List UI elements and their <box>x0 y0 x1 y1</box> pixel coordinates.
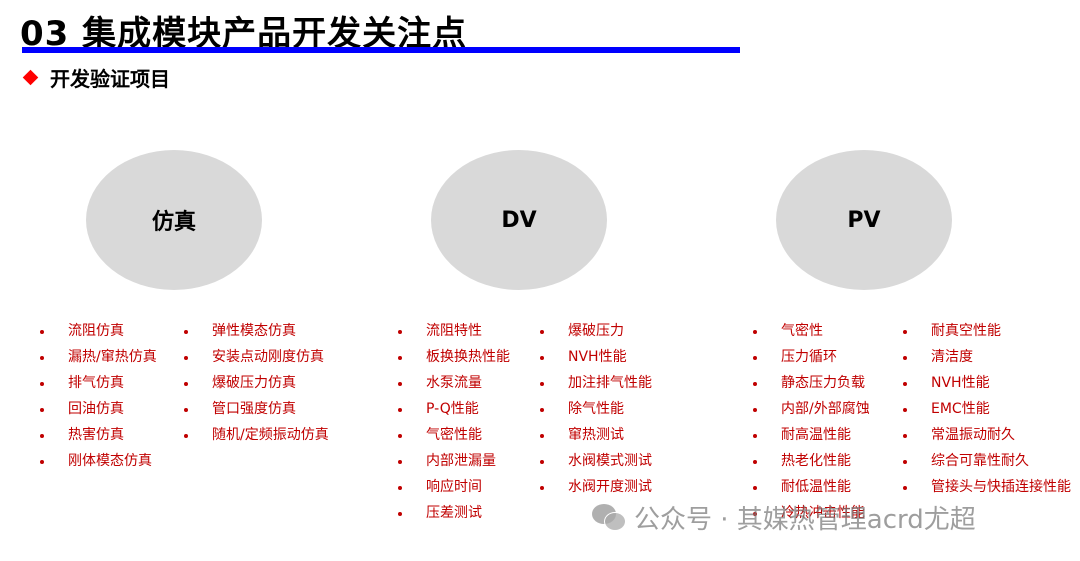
wechat-icon <box>592 502 626 532</box>
list-item: 内部/外部腐蚀 <box>753 396 870 422</box>
list-item: 弹性模态仿真 <box>184 318 330 344</box>
list-item: 耐高温性能 <box>753 422 870 448</box>
list-item: 常温振动耐久 <box>903 422 1071 448</box>
list-item: 流阻仿真 <box>40 318 157 344</box>
list-item: 综合可靠性耐久 <box>903 448 1071 474</box>
list-item: 排气仿真 <box>40 370 157 396</box>
title-underline <box>22 47 740 53</box>
simulation-list-right: 弹性模态仿真 安装点动刚度仿真 爆破压力仿真 管口强度仿真 随机/定频振动仿真 <box>184 318 330 448</box>
list-item: 热老化性能 <box>753 448 870 474</box>
list-item: EMC性能 <box>903 396 1071 422</box>
dv-list-right: 爆破压力 NVH性能 加注排气性能 除气性能 窜热测试 水阀模式测试 水阀开度测… <box>540 318 652 500</box>
list-item: 回油仿真 <box>40 396 157 422</box>
list-item: 内部泄漏量 <box>398 448 510 474</box>
simulation-list-left: 流阻仿真 漏热/窜热仿真 排气仿真 回油仿真 热害仿真 刚体模态仿真 <box>40 318 157 474</box>
list-item: 加注排气性能 <box>540 370 652 396</box>
list-item: 耐真空性能 <box>903 318 1071 344</box>
section-subtitle: 开发验证项目 <box>22 64 170 91</box>
phase-ellipse-dv: DV <box>431 150 607 290</box>
list-item: 压差测试 <box>398 500 510 526</box>
phase-label: DV <box>501 207 537 233</box>
list-item: 气密性 <box>753 318 870 344</box>
pv-list-right: 耐真空性能 清洁度 NVH性能 EMC性能 常温振动耐久 综合可靠性耐久 管接头… <box>903 318 1071 500</box>
list-item: 流阻特性 <box>398 318 510 344</box>
list-item: 热害仿真 <box>40 422 157 448</box>
list-item: 静态压力负载 <box>753 370 870 396</box>
watermark: 公众号 · 其媒热管理acrd尤超 <box>592 498 976 536</box>
pv-list-left: 气密性 压力循环 静态压力负载 内部/外部腐蚀 耐高温性能 热老化性能 耐低温性… <box>753 318 870 526</box>
list-item: NVH性能 <box>540 344 652 370</box>
list-item: 窜热测试 <box>540 422 652 448</box>
list-item: 水泵流量 <box>398 370 510 396</box>
phase-ellipse-simulation: 仿真 <box>86 150 262 290</box>
list-item: 清洁度 <box>903 344 1071 370</box>
list-item: 管口强度仿真 <box>184 396 330 422</box>
list-item: 水阀开度测试 <box>540 474 652 500</box>
list-item: NVH性能 <box>903 370 1071 396</box>
list-item: 除气性能 <box>540 396 652 422</box>
phase-label: PV <box>847 207 881 233</box>
list-item: 刚体模态仿真 <box>40 448 157 474</box>
list-item: 耐低温性能 <box>753 474 870 500</box>
dv-list-left: 流阻特性 板换换热性能 水泵流量 P-Q性能 气密性能 内部泄漏量 响应时间 压… <box>398 318 510 526</box>
list-item: 水阀模式测试 <box>540 448 652 474</box>
list-item: 随机/定频振动仿真 <box>184 422 330 448</box>
list-item: 管接头与快插连接性能 <box>903 474 1071 500</box>
subtitle-text: 开发验证项目 <box>50 66 170 91</box>
diamond-bullet-icon <box>22 69 39 85</box>
list-item: 压力循环 <box>753 344 870 370</box>
list-item: 冷热冲击性能 <box>753 500 870 526</box>
list-item: P-Q性能 <box>398 396 510 422</box>
watermark-text: 公众号 · 其媒热管理acrd尤超 <box>634 504 976 535</box>
list-item: 安装点动刚度仿真 <box>184 344 330 370</box>
list-item: 响应时间 <box>398 474 510 500</box>
list-item: 板换换热性能 <box>398 344 510 370</box>
list-item: 爆破压力仿真 <box>184 370 330 396</box>
list-item: 气密性能 <box>398 422 510 448</box>
list-item: 爆破压力 <box>540 318 652 344</box>
phase-ellipse-pv: PV <box>776 150 952 290</box>
phase-label: 仿真 <box>151 210 196 235</box>
list-item: 漏热/窜热仿真 <box>40 344 157 370</box>
